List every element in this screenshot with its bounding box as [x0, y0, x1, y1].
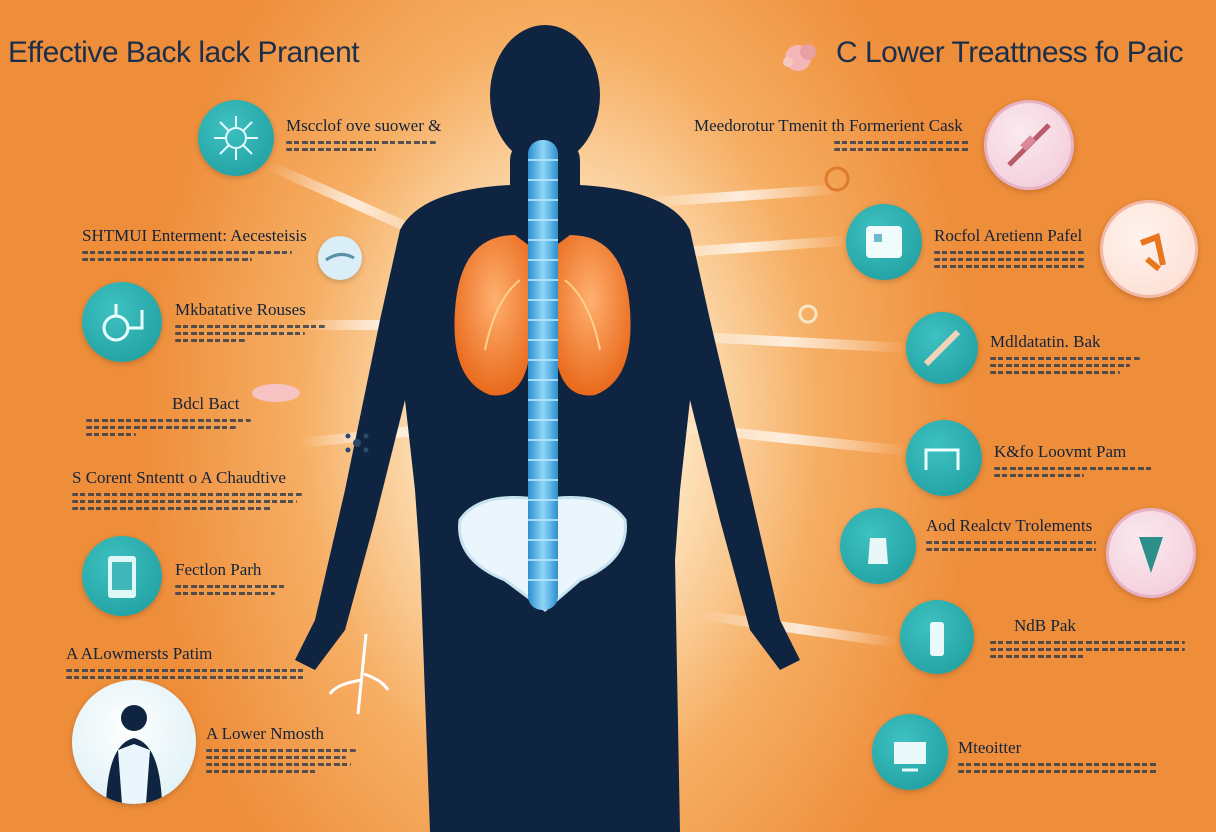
cloud-icon [252, 384, 300, 402]
plant-icon [328, 633, 390, 715]
flower-icon [783, 44, 816, 71]
bottle-icon [900, 600, 974, 674]
list-item-right: Rocfol Aretienn Pafel [934, 226, 1094, 272]
list-item-left: Mscclof ove suower & [286, 116, 456, 155]
arrow-icon [1106, 508, 1196, 598]
item-heading: NdB Pak [1014, 616, 1076, 635]
list-item-right: Meedorotur Tmenit th Formerient Cask [694, 116, 974, 155]
spine-icon [318, 236, 362, 280]
item-heading: Mscclof ove suower & [286, 116, 442, 135]
monitor-icon [872, 714, 948, 790]
item-heading: K&fo Loovmt Pam [994, 442, 1127, 461]
person-exercise-icon [1100, 200, 1198, 298]
molecule-icon [345, 433, 369, 453]
virus-icon [198, 100, 274, 176]
tablet-icon [82, 536, 162, 616]
item-heading: Meedorotur Tmenit th Formerient Cask [694, 116, 963, 135]
list-item-left: Mkbatative Rouses [175, 300, 335, 346]
item-heading: Bdcl Bact [172, 394, 240, 413]
list-item-left: S Corent Sntentt o A Chaudtive [72, 468, 312, 514]
item-heading: S Corent Sntentt o A Chaudtive [72, 468, 286, 487]
list-item-right: Mdldatatin. Bak [990, 332, 1150, 378]
item-heading: A Lower Nmosth [206, 724, 325, 743]
doctor-avatar-icon [72, 680, 196, 804]
list-item-left: A ALowmersts Patim [66, 644, 326, 683]
item-heading: Rocfol Aretienn Pafel [934, 226, 1083, 245]
list-item-left: A Lower Nmosth [206, 724, 366, 777]
item-heading: Mteoitter [958, 738, 1022, 757]
spine-illustration [528, 140, 558, 610]
sun-icon [798, 304, 818, 324]
item-heading: Aod Realctv Trolements [926, 516, 1093, 535]
list-item-left: Bdcl Bact [86, 394, 256, 440]
list-item-left: Fectlon Parh [175, 560, 295, 599]
injection-icon [906, 312, 978, 384]
item-heading: Fectlon Parh [175, 560, 262, 579]
page-title-left: Effective Back lack Pranent [8, 36, 360, 69]
list-item-right: Aod Realctv Trolements [926, 516, 1106, 555]
medicine-box-icon [846, 204, 922, 280]
item-heading: SHTMUI Enterment: Aecesteisis [82, 226, 307, 245]
human-silhouette-figure [295, 25, 800, 832]
stethoscope-icon [82, 282, 162, 362]
bed-icon [906, 420, 982, 496]
list-item-right: Mteoitter [958, 738, 1168, 777]
syringe-icon [984, 100, 1074, 190]
list-item-left: SHTMUI Enterment: Aecesteisis [82, 226, 307, 265]
page-title-right: C Lower Treattness fo Paic [836, 36, 1184, 69]
item-heading: Mkbatative Rouses [175, 300, 306, 319]
item-heading: Mdldatatin. Bak [990, 332, 1101, 351]
spray-bottle-icon [840, 508, 916, 584]
list-item-right: NdB Pak [990, 616, 1190, 662]
item-heading: A ALowmersts Patim [66, 644, 213, 663]
list-item-right: K&fo Loovmt Pam [994, 442, 1164, 481]
swirl-icon [824, 166, 850, 192]
